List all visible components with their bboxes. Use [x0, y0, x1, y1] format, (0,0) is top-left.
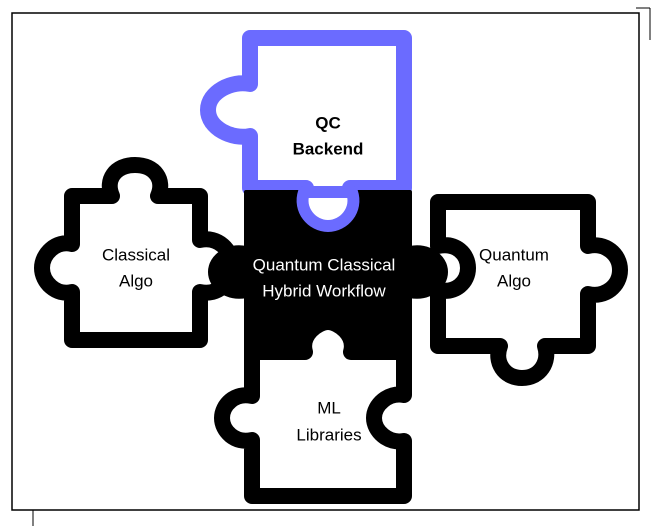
piece-classical-algo-label-line2: Algo — [119, 271, 153, 290]
piece-ml-libraries-label-line2: Libraries — [296, 425, 361, 444]
piece-qc-backend-label-line1: QC — [315, 113, 341, 132]
qc-backend-knob-overlap — [296, 186, 360, 232]
piece-quantum-algo-label-line2: Algo — [497, 271, 531, 290]
piece-quantum-algo-shape — [430, 194, 628, 386]
piece-classical-algo-label-line1: Classical — [102, 245, 170, 264]
piece-quantum-algo: Quantum Algo — [430, 194, 628, 386]
piece-classical-algo: Classical Algo — [34, 157, 240, 348]
piece-hybrid-workflow: Quantum Classical Hybrid Workflow — [208, 186, 448, 356]
piece-hybrid-workflow-label-line2: Hybrid Workflow — [262, 281, 386, 300]
piece-qc-backend-label-line2: Backend — [293, 139, 364, 158]
piece-ml-libraries-label-line1: ML — [317, 398, 341, 417]
piece-quantum-algo-label-line1: Quantum — [479, 245, 549, 264]
piece-hybrid-workflow-label-line1: Quantum Classical — [253, 255, 396, 274]
